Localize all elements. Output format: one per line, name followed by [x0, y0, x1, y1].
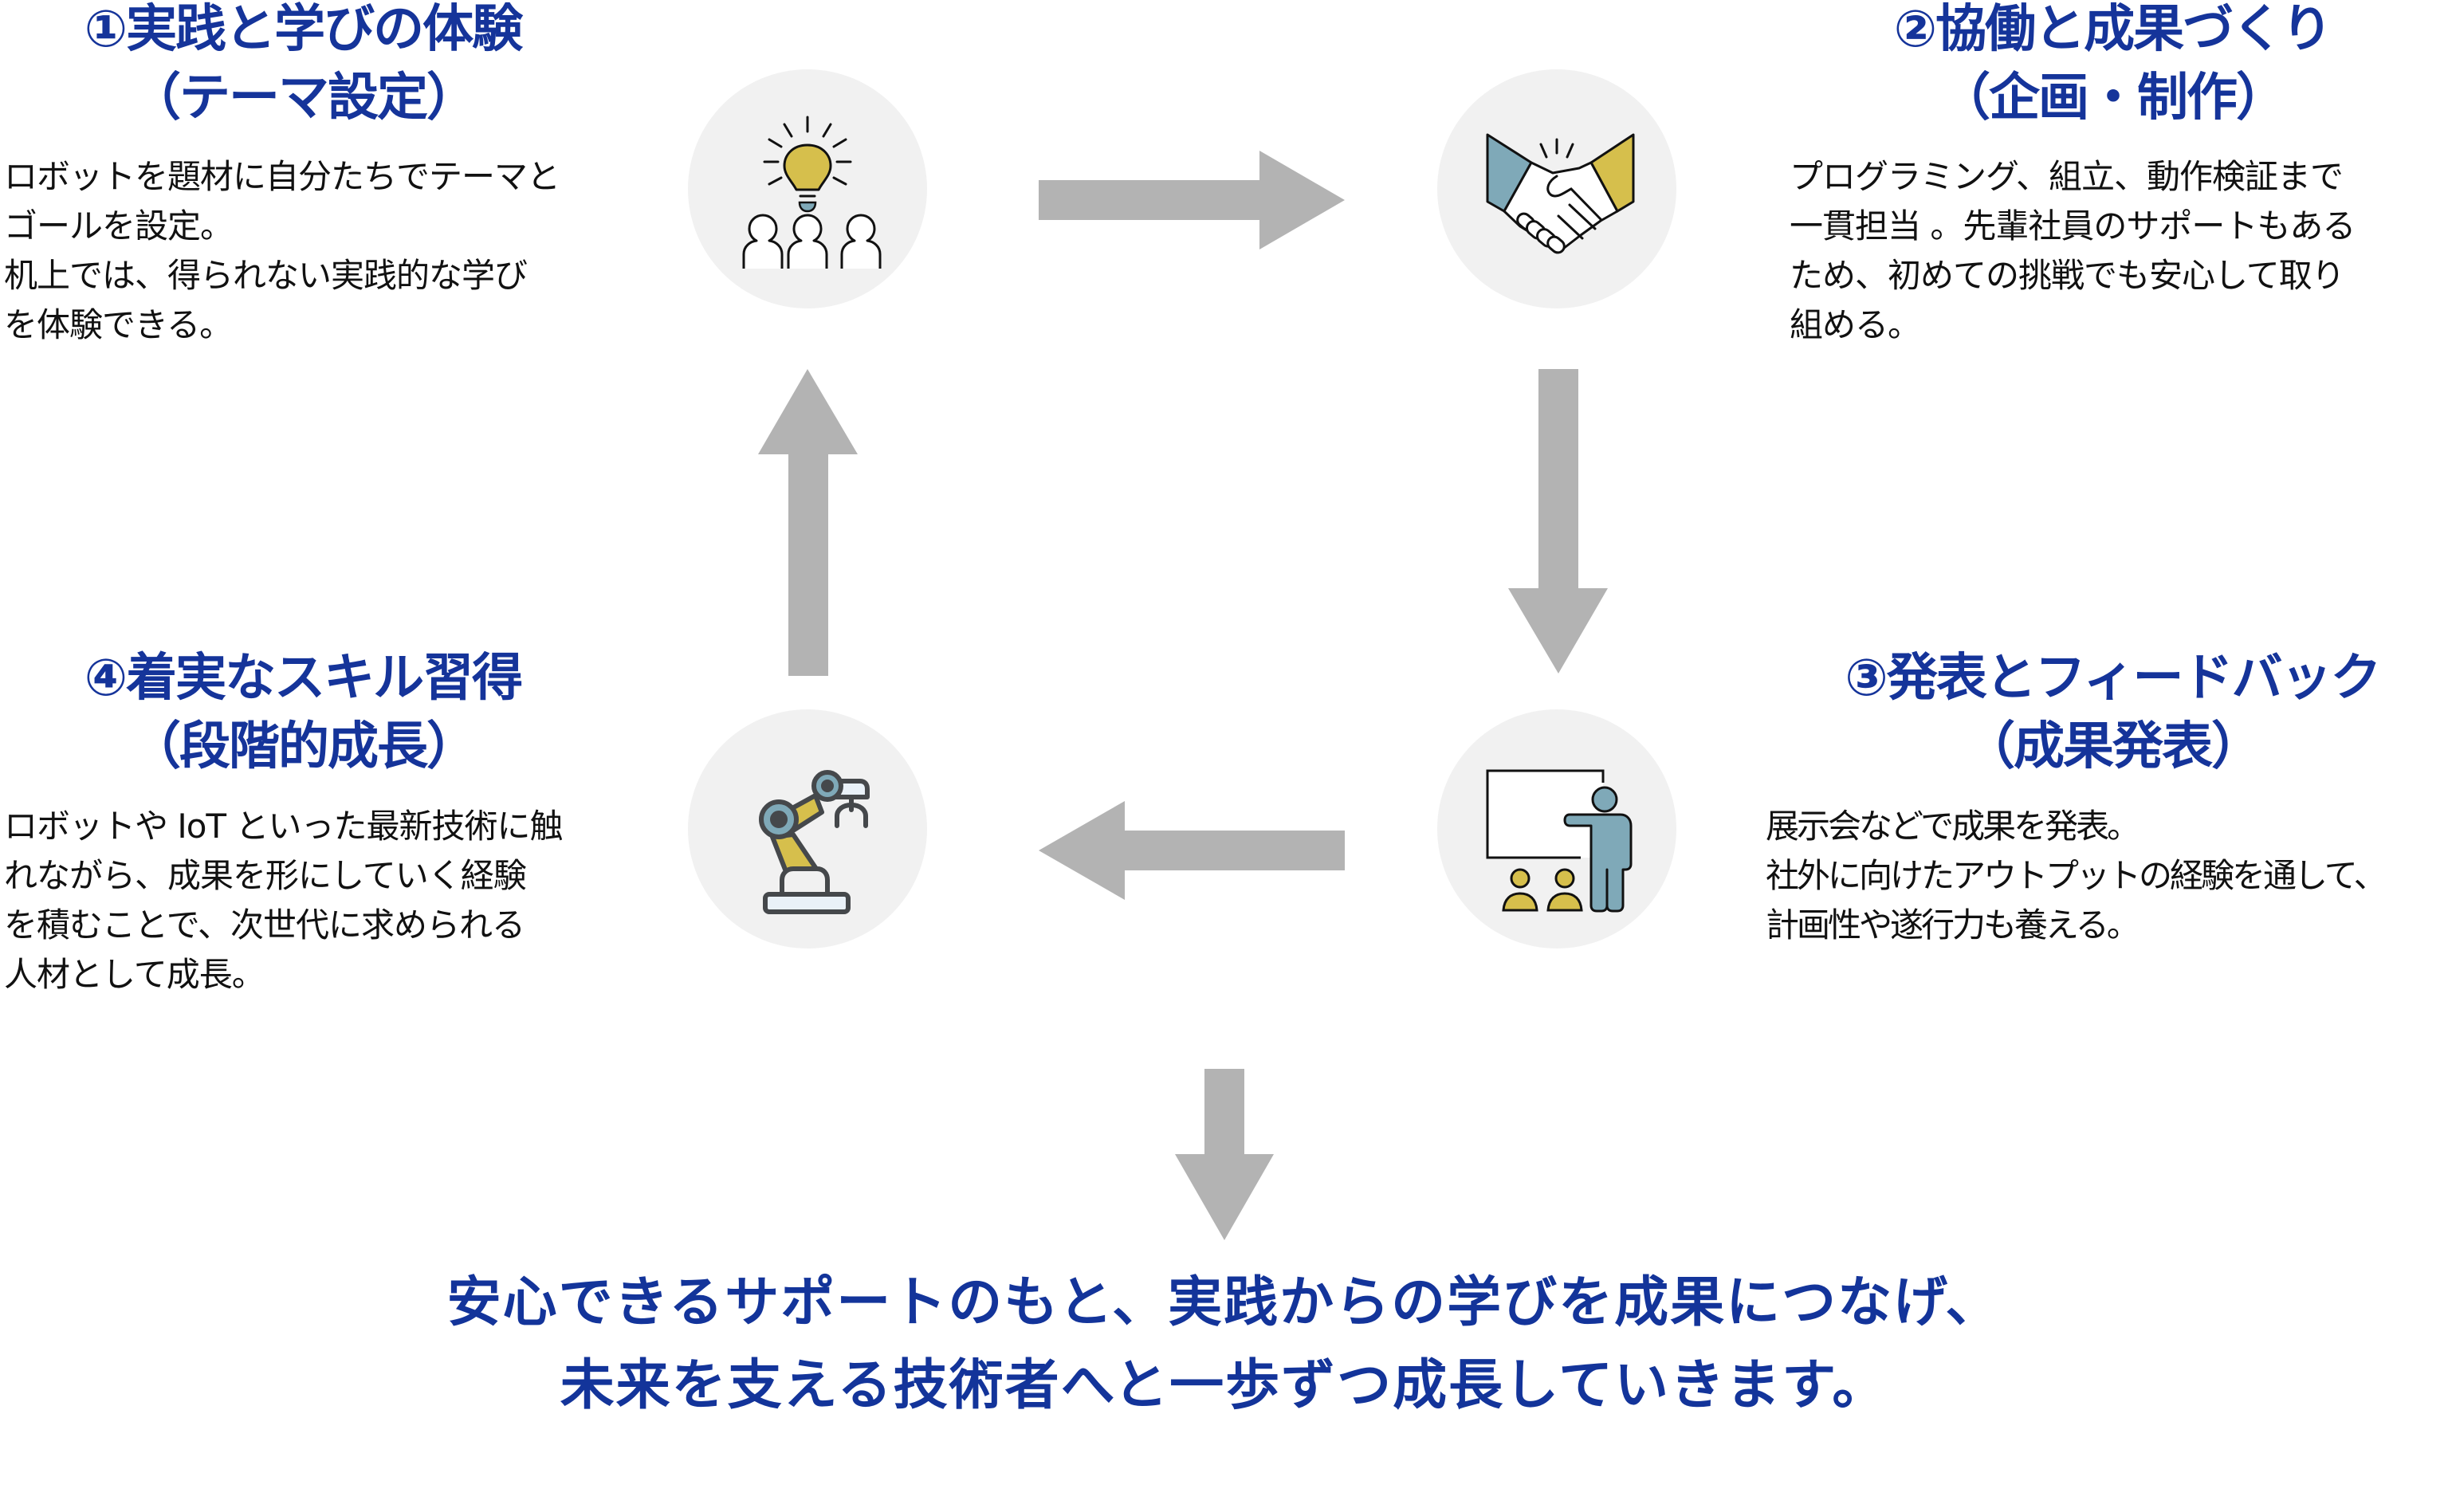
step4-description: ロボットや IoT といった最新技術に触 れながら、成果を形にしていく経験 を積…: [4, 802, 563, 999]
step4-icon-circle: [688, 709, 927, 948]
step3-heading: ③発表とフィードバック （成果発表）: [1778, 644, 2447, 781]
step4-subtitle: （段階的成長）: [130, 717, 477, 776]
down-arrow-icon: [1175, 1069, 1274, 1240]
step3-description-line: 計画性や遂行力も養える。: [1766, 905, 2140, 945]
handshake-icon: [1486, 133, 1635, 254]
step2-description-line: 一貫担当 。先輩社員のサポートもある: [1790, 206, 2356, 245]
conclusion-message: 安心できるサポートのもと、実践からの学びを成果につなげ、 未来を支える技術者へと…: [0, 1265, 2448, 1424]
step2-title: ②協働と成果づくり: [1893, 0, 2332, 59]
step1-description-line: ロボットを題材に自分たちでテーマと: [4, 157, 560, 196]
presentation-icon: [1486, 769, 1633, 913]
left-arrow-icon: [1039, 801, 1345, 900]
robot-arm-icon: [759, 770, 870, 914]
step1-icon-circle: [688, 69, 927, 308]
right-arrow-icon: [1039, 151, 1345, 249]
lightbulb-team-icon: [742, 116, 882, 269]
step1-title: ①実践と学びの体験: [84, 0, 523, 59]
arrow-step2-to-step3: [1508, 369, 1608, 674]
step4-title: ④着実なスキル習得: [84, 649, 523, 708]
arrow-step4-to-step1: [758, 369, 858, 676]
step3-subtitle: （成果発表）: [1964, 717, 2262, 776]
step1-description-line: 机上では、得られない実践的な学び: [4, 256, 528, 295]
arrow-step1-to-step2: [1039, 151, 1345, 249]
step4-description-line: 人材として成長。: [4, 955, 265, 994]
step4-description-line: を積むことで、次世代に求められる: [4, 905, 525, 945]
step2-subtitle: （企画・制作）: [1939, 69, 2287, 128]
step1-description-line: ゴールを設定。: [4, 206, 234, 245]
step4-description-line: ロボットや IoT といった最新技術に触: [4, 807, 563, 846]
up-arrow-icon: [758, 369, 858, 676]
step2-icon-circle: [1437, 69, 1676, 308]
step1-description-line: を体験できる。: [4, 305, 233, 344]
step1-heading: ①実践と学びの体験 （テーマ設定）: [0, 0, 606, 132]
step3-description: 展示会などで成果を発表。 社外に向けたアウトプットの経験を通して、 計画性や遂行…: [1766, 802, 2387, 950]
step2-description: プログラミング、組立、動作検証まで 一貫担当 。先輩社員のサポートもある ため、…: [1790, 152, 2356, 350]
conclusion-line1: 安心できるサポートのもと、実践からの学びを成果につなげ、: [446, 1271, 2002, 1334]
step2-description-line: プログラミング、組立、動作検証まで: [1790, 157, 2344, 196]
step1-description: ロボットを題材に自分たちでテーマと ゴールを設定。 机上では、得られない実践的な…: [4, 152, 560, 350]
step3-title: ③発表とフィードバック: [1845, 649, 2382, 708]
step4-heading: ④着実なスキル習得 （段階的成長）: [0, 644, 606, 781]
step4-description-line: れながら、成果を形にしていく経験: [4, 856, 527, 895]
conclusion-line2: 未来を支える技術者へと一歩ずつ成長していきます。: [560, 1354, 1888, 1417]
down-arrow-icon: [1508, 369, 1608, 674]
step2-heading: ②協働と成果づくり （企画・制作）: [1794, 0, 2431, 132]
step1-subtitle: （テーマ設定）: [130, 69, 477, 128]
arrow-to-conclusion: [1175, 1069, 1274, 1240]
step2-description-line: 組める。: [1790, 305, 1921, 344]
arrow-step3-to-step4: [1039, 801, 1345, 900]
step3-description-line: 社外に向けたアウトプットの経験を通して、: [1766, 856, 2387, 895]
step3-icon-circle: [1437, 709, 1676, 948]
step2-description-line: ため、初めての挑戦でも安心して取り: [1790, 256, 2345, 295]
step3-description-line: 展示会などで成果を発表。: [1766, 807, 2140, 846]
